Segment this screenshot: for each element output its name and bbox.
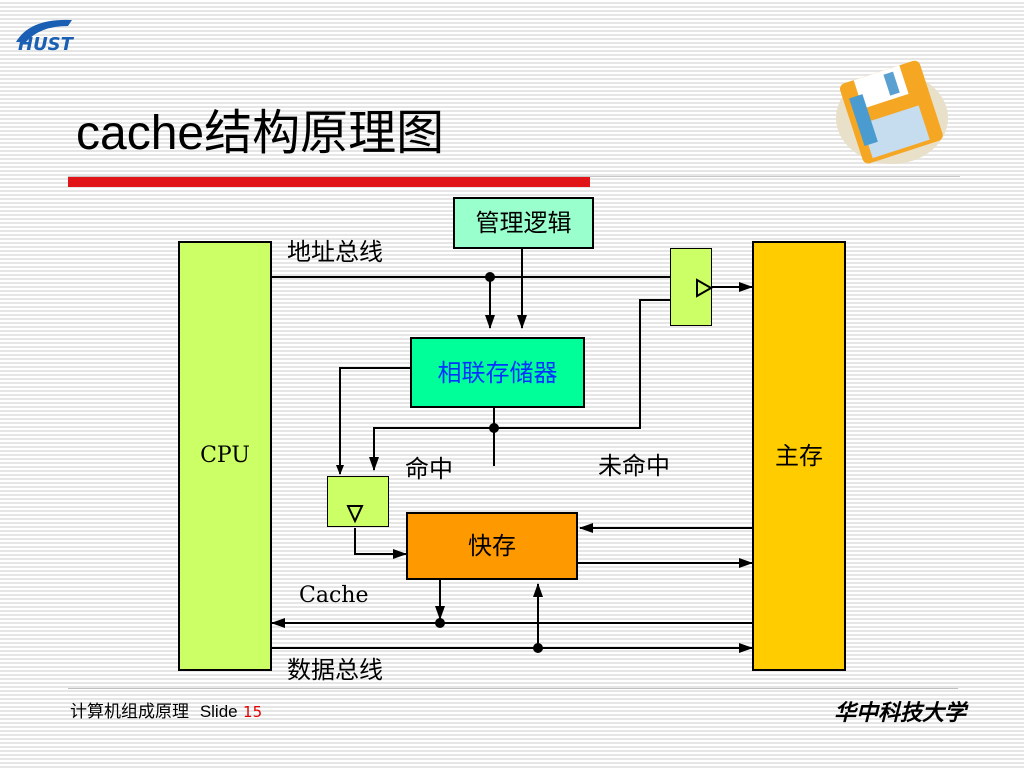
hit-signal-line [369, 427, 494, 471]
main-memory-box: 主存 [752, 241, 846, 671]
cache-bus-junction-left [435, 618, 445, 628]
address-bus-label: 地址总线 [287, 238, 383, 266]
footer-separator-line [68, 688, 958, 689]
cpu-label: CPU [200, 443, 250, 468]
svg-text:HUST: HUST [18, 34, 75, 54]
management-logic-label: 管理逻辑 [475, 209, 572, 237]
cache-memory-box: 快存 [406, 512, 578, 580]
footer-course-info: 计算机组成原理 Slide 15 [70, 697, 262, 722]
cache-memory-label: 快存 [468, 532, 516, 560]
footer-course-name: 计算机组成原理 [70, 702, 189, 722]
cache-label: Cache [299, 583, 369, 608]
floppy-disk-icon [836, 60, 948, 164]
memory-gate-box [670, 248, 712, 326]
assoc-to-gate-line [336, 367, 410, 475]
data-bus-label: 数据总线 [287, 656, 383, 684]
associative-memory-label: 相联存储器 [437, 358, 558, 387]
main-memory-label: 主存 [775, 442, 823, 470]
footer-slide-word: Slide [199, 702, 238, 721]
cache-bus-junction-right [533, 643, 543, 653]
hit-label: 命中 [405, 455, 453, 483]
management-logic-box: 管理逻辑 [453, 197, 594, 249]
slide-title: cache结构原理图 [76, 107, 445, 160]
associative-memory-box: 相联存储器 [410, 337, 585, 408]
footer-page-number: 15 [243, 703, 263, 721]
gate-to-cache-line [354, 528, 407, 559]
miss-signal-line [494, 299, 670, 429]
university-name: 华中科技大学 [834, 700, 967, 726]
miss-label: 未命中 [598, 452, 670, 480]
title-separator-line [68, 176, 960, 177]
cpu-box: CPU [178, 241, 272, 671]
hust-logo: HUST [16, 19, 75, 54]
title-underline-accent [68, 176, 590, 187]
cache-gate-box [327, 476, 389, 527]
